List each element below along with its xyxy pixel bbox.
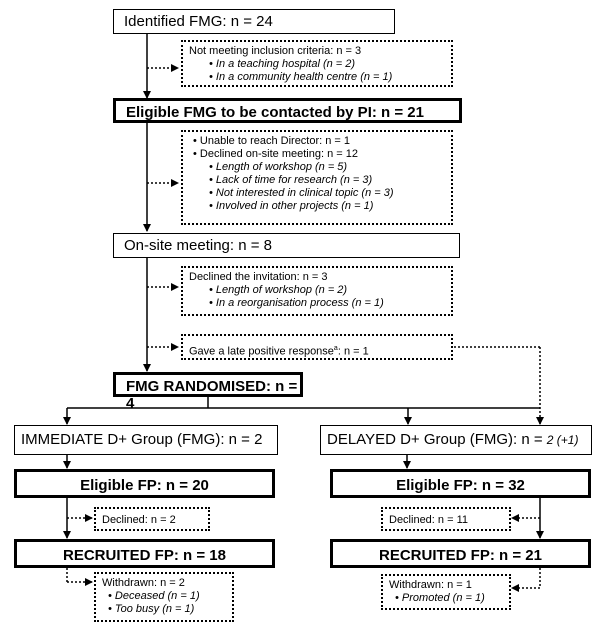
- delayed-eligible-box: Eligible FP: n = 32: [330, 469, 591, 498]
- declined-reason-item: • Not interested in clinical topic (n = …: [209, 187, 394, 199]
- immediate-recruited-box: RECRUITED FP: n = 18: [14, 539, 275, 568]
- immediate-withdrawn-box: Withdrawn: n = 2 • Deceased (n = 1) • To…: [94, 572, 234, 622]
- exclusion-item: • In a teaching hospital (n = 2): [209, 58, 356, 70]
- immediate-declined-box: Declined: n = 2: [94, 507, 210, 531]
- withdrawn-reason-item: • Promoted (n = 1): [395, 592, 485, 604]
- randomised-text: FMG RANDOMISED: n = 4: [126, 378, 298, 412]
- late-response-box: Gave a late positive responsea: n = 1: [181, 334, 453, 360]
- delayed-declined-text: Declined: n = 11: [389, 514, 468, 526]
- declined-reason-item: • Length of workshop (n = 5): [209, 161, 348, 173]
- delayed-group-text: DELAYED D+ Group (FMG): n =: [327, 431, 547, 448]
- immediate-recruited-text: RECRUITED FP: n = 18: [63, 547, 226, 564]
- delayed-recruited-box: RECRUITED FP: n = 21: [330, 539, 591, 568]
- exclusion-title: Not meeting inclusion criteria: n = 3: [189, 45, 362, 57]
- late-response-text: Gave a late positive response: [189, 345, 334, 358]
- identified-fmg-box: Identified FMG: n = 24: [113, 9, 395, 34]
- delayed-eligible-text: Eligible FP: n = 32: [396, 477, 525, 494]
- immediate-group-text: IMMEDIATE D+ Group (FMG): n = 2: [21, 431, 263, 448]
- delayed-declined-box: Declined: n = 11: [381, 507, 511, 531]
- eligible-fmg-box: Eligible FMG to be contacted by PI: n = …: [113, 98, 462, 123]
- immediate-group-box: IMMEDIATE D+ Group (FMG): n = 2: [14, 425, 278, 455]
- withdrawn-reason-item: • Deceased (n = 1): [108, 590, 200, 602]
- delayed-group-count: 2 (+1): [546, 433, 579, 447]
- immediate-withdrawn-title: Withdrawn: n = 2: [102, 577, 185, 589]
- immediate-eligible-text: Eligible FP: n = 20: [80, 477, 209, 494]
- late-response-footnote: a: [333, 345, 338, 352]
- exclusion-box: Not meeting inclusion criteria: n = 3 • …: [181, 40, 453, 87]
- declined-invitation-item: • In a reorganisation process (n = 1): [209, 297, 384, 309]
- declined-reason-item: • Involved in other projects (n = 1): [209, 200, 374, 212]
- declined-onsite-text: • Declined on-site meeting: n = 12: [193, 148, 358, 160]
- identified-fmg-text: Identified FMG: n = 24: [124, 13, 273, 30]
- delayed-recruited-text: RECRUITED FP: n = 21: [379, 547, 542, 564]
- delayed-group-box: DELAYED D+ Group (FMG): n = 2 (+1): [320, 425, 592, 455]
- exclusion-item: • In a community health centre (n = 1): [209, 71, 393, 83]
- declined-invitation-box: Declined the invitation: n = 3 • Length …: [181, 266, 453, 316]
- delayed-withdrawn-title: Withdrawn: n = 1: [389, 579, 472, 591]
- delayed-withdrawn-box: Withdrawn: n = 1 • Promoted (n = 1): [381, 574, 511, 610]
- declined-reason-item: • Lack of time for research (n = 3): [209, 174, 373, 186]
- unable-director-text: • Unable to reach Director: n = 1: [193, 135, 351, 147]
- immediate-declined-text: Declined: n = 2: [102, 514, 176, 526]
- contact-outcomes-box: • Unable to reach Director: n = 1 • Decl…: [181, 130, 453, 225]
- eligible-fmg-text: Eligible FMG to be contacted by PI: n = …: [126, 104, 424, 121]
- onsite-meeting-text: On-site meeting: n = 8: [124, 237, 272, 254]
- withdrawn-reason-item: • Too busy (n = 1): [108, 603, 195, 615]
- declined-invitation-item: • Length of workshop (n = 2): [209, 284, 348, 296]
- declined-invitation-title: Declined the invitation: n = 3: [189, 271, 328, 283]
- randomised-box: FMG RANDOMISED: n = 4: [113, 372, 303, 412]
- immediate-eligible-box: Eligible FP: n = 20: [14, 469, 275, 498]
- onsite-meeting-box: On-site meeting: n = 8: [113, 233, 460, 258]
